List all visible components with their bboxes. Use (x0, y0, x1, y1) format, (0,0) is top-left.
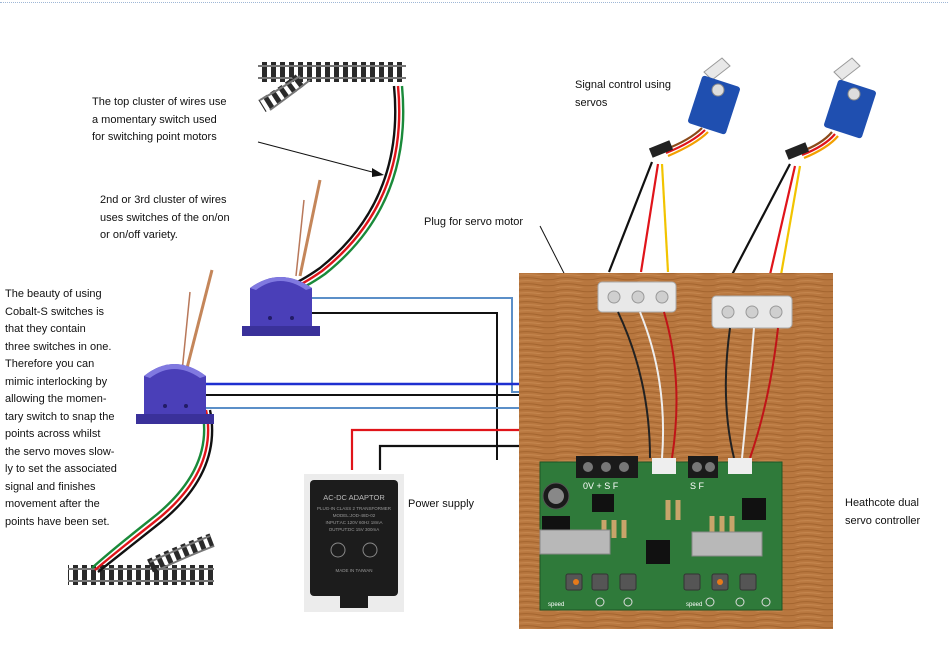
top-points-wires (287, 85, 405, 294)
adaptor-title: AC-DC ADAPTOR (323, 493, 385, 502)
bottom-points-track (68, 533, 215, 585)
speed-label-right: speed (686, 602, 702, 608)
adaptor-line1: PLUG-IN CLASS 2 TRANSFORMER (317, 506, 392, 511)
note-heathcote-controller: Heathcote dual servo controller (845, 497, 921, 527)
note-second-cluster: 2nd or 3rd cluster of wires uses switche… (100, 194, 230, 241)
servo-left (648, 57, 740, 158)
cobalt-switch-lower (136, 269, 214, 424)
top-border (0, 2, 948, 3)
note-top-cluster: The top cluster of wires use a momentary… (92, 96, 227, 143)
servo-right (784, 57, 876, 160)
power-adaptor: AC-DC ADAPTOR PLUG-IN CLASS 2 TRANSFORME… (304, 474, 404, 612)
adaptor-made: MADE IN TAIWAN (336, 568, 373, 573)
terminal-label-right: S F (690, 481, 705, 491)
adaptor-line4: OUTPUT:DC 15V 300mA (329, 527, 380, 532)
cobalt-switch-upper (242, 179, 322, 336)
adaptor-line3: INPUT:AC 120V 60Hz 18mA (325, 520, 382, 525)
note-servo-plug: Plug for servo motor (424, 216, 524, 228)
arrow-top-cluster (257, 141, 384, 177)
adaptor-line2: MODEL:JOD-48D-02 (333, 513, 376, 518)
controller-board-photo: 0V + S F S F speed speed (519, 273, 833, 629)
note-cobalt-switches: The beauty of using Cobalt-S switches is… (5, 288, 117, 528)
speed-label-left: speed (548, 602, 564, 608)
note-power-supply: Power supply (408, 498, 475, 510)
servo-extension-wires (607, 161, 802, 293)
choc-block-left (597, 281, 677, 313)
bottom-points-wires (91, 409, 214, 573)
note-signal-control: Signal control using servos (575, 79, 672, 109)
choc-block-right (711, 295, 793, 329)
top-points-track (258, 62, 406, 112)
terminal-label-left: 0V + S F (583, 481, 619, 491)
